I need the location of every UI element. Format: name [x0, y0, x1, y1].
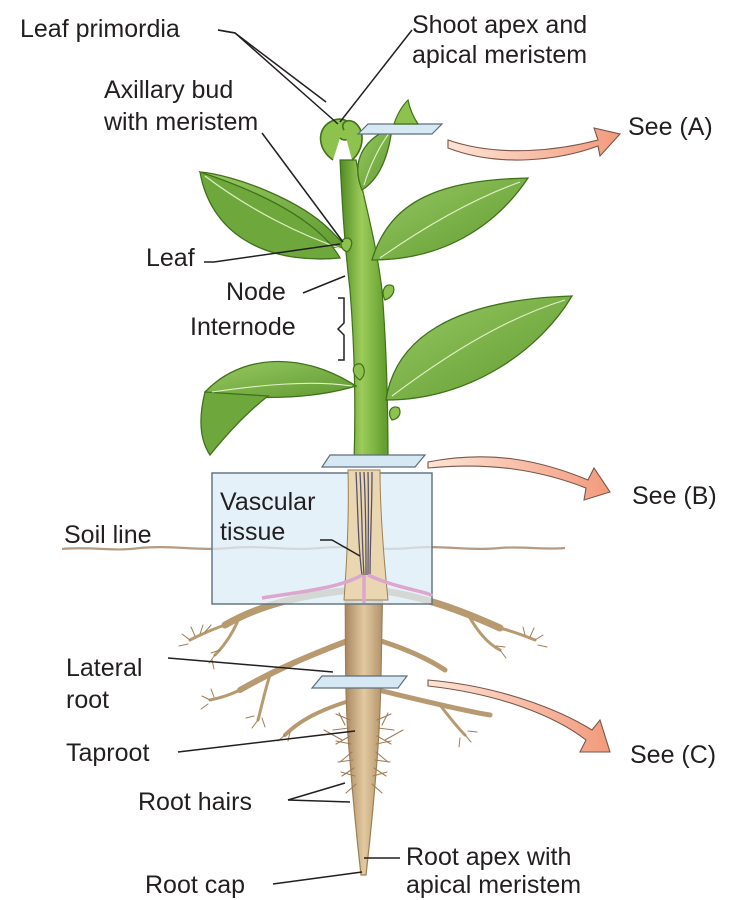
- arrow-a: [448, 128, 620, 160]
- label-root-apex-line2: apical meristem: [406, 870, 581, 900]
- stem-shape: [340, 160, 388, 462]
- label-taproot: Taproot: [66, 738, 149, 768]
- label-soil-line: Soil line: [64, 520, 152, 550]
- label-leaf-primordia: Leaf primordia: [20, 14, 180, 44]
- label-see-a: See (A): [628, 112, 713, 142]
- label-leaf: Leaf: [146, 243, 195, 273]
- arrow-c: [428, 680, 610, 752]
- taproot-shape: [345, 580, 383, 875]
- label-node: Node: [226, 277, 286, 307]
- label-vascular-line2: tissue: [220, 517, 285, 547]
- label-root-apex-line1: Root apex with: [406, 842, 571, 872]
- label-see-b: See (B): [632, 481, 717, 511]
- label-shoot-apex-line1: Shoot apex and: [412, 10, 587, 40]
- label-lateral-line2: root: [66, 685, 109, 715]
- label-vascular-line1: Vascular: [220, 487, 315, 517]
- label-see-c: See (C): [630, 740, 716, 770]
- arrow-b: [428, 457, 610, 500]
- label-axillary-line1: Axillary bud: [104, 75, 233, 105]
- label-axillary-line2: with meristem: [104, 107, 258, 137]
- label-internode: Internode: [190, 312, 296, 342]
- label-root-cap: Root cap: [145, 870, 245, 900]
- label-shoot-apex-line2: apical meristem: [412, 40, 587, 70]
- label-lateral-line1: Lateral: [66, 653, 142, 683]
- label-root-hairs: Root hairs: [138, 787, 252, 817]
